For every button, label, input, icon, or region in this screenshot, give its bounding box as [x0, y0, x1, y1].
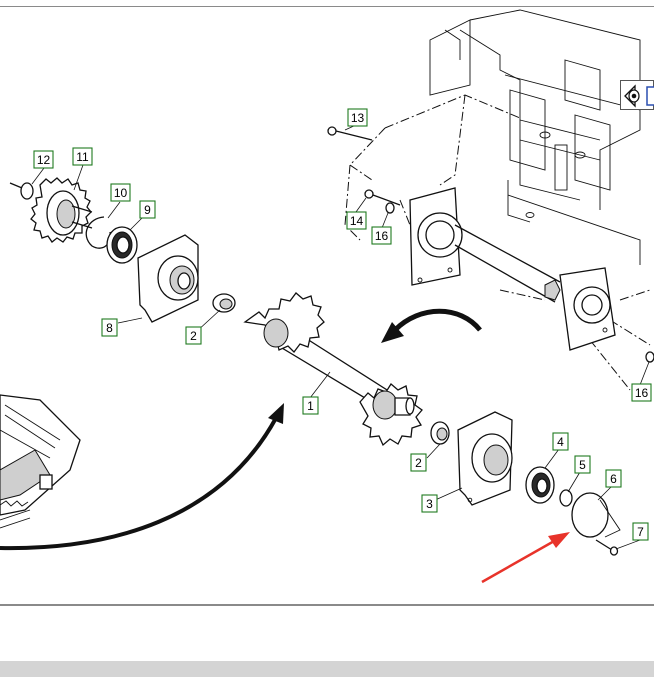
highlight-arrow: [481, 532, 570, 584]
sprocket-11: [30, 177, 93, 243]
callout-label: 16: [375, 229, 389, 243]
callout-label: 6: [610, 472, 617, 486]
status-bar: [0, 661, 654, 677]
callout-label: 12: [37, 153, 51, 167]
o-ring-5: [559, 489, 573, 507]
callout-label: 16: [635, 386, 649, 400]
callout-label: 14: [350, 214, 364, 228]
rotation-arrow-upper: [381, 308, 482, 343]
callout-10: 10: [110, 183, 131, 202]
callout-9: 9: [139, 200, 156, 219]
back-to-view-icon: [624, 84, 654, 108]
callout-1: 1: [302, 396, 319, 415]
callout-label: 11: [76, 150, 89, 164]
callout-label: 2: [415, 456, 422, 470]
snap-ring-12: [9, 182, 34, 200]
callout-6: 6: [605, 469, 622, 488]
callout-16-right: 16: [631, 383, 652, 402]
callout-label: 13: [351, 111, 365, 125]
callout-label: 7: [637, 525, 644, 539]
rotation-arrow-lower: [0, 403, 284, 551]
cover-cap-6: [571, 492, 621, 538]
callout-3: 3: [421, 494, 438, 513]
main-shaft-1: [243, 292, 423, 447]
callout-12: 12: [33, 150, 54, 169]
bolt-7: [595, 539, 619, 556]
bearing-9: [106, 226, 138, 264]
installed-shaft-assembly: [409, 187, 616, 351]
callout-7: 7: [632, 522, 649, 541]
callout-label: 8: [106, 321, 113, 335]
callout-label: 3: [426, 497, 433, 511]
callout-13: 13: [347, 108, 368, 127]
callout-16-left: 16: [371, 226, 392, 245]
phantom-outline: [344, 94, 651, 391]
machine-frame: [429, 9, 641, 265]
collar-2-upper: [212, 293, 236, 313]
callout-label: 5: [579, 458, 586, 472]
leader-lines: [31, 124, 650, 550]
callout-5: 5: [574, 455, 591, 474]
bolt-14: [364, 189, 401, 206]
callout-label: 10: [114, 186, 128, 200]
callout-2-upper: 2: [185, 326, 202, 345]
callout-label: 2: [190, 329, 197, 343]
bearing-4: [525, 466, 555, 504]
bearing-plate-3: [457, 411, 513, 506]
collar-2-lower: [430, 421, 450, 445]
washer-16: [385, 202, 654, 363]
callout-label: 1: [307, 399, 314, 413]
machine-body-left: [0, 394, 81, 529]
bearing-plate-8: [137, 234, 199, 323]
callout-4: 4: [552, 432, 569, 451]
callout-14: 14: [346, 211, 367, 230]
callout-11: 11: [72, 147, 93, 166]
callout-label: 9: [144, 203, 151, 217]
callout-2-lower: 2: [410, 453, 427, 472]
bolt-13: [327, 126, 373, 141]
callout-label: 4: [557, 435, 564, 449]
callout-8: 8: [101, 318, 118, 337]
back-to-view-button[interactable]: [620, 80, 654, 110]
